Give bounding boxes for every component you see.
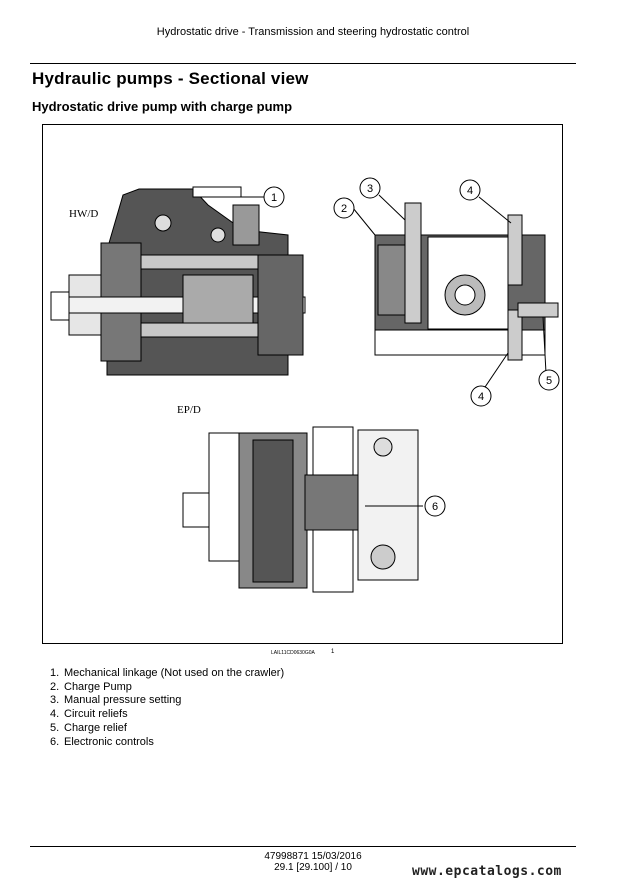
- footer-rule: [30, 846, 576, 847]
- legend-text: Electronic controls: [64, 735, 154, 748]
- legend-text: Charge relief: [64, 721, 127, 734]
- callout-1: 1: [271, 192, 277, 204]
- legend-text: Manual pressure setting: [64, 694, 182, 707]
- legend-num: 2.: [50, 680, 60, 693]
- figure-reference-code: LAIL11CD0630G0A: [271, 650, 315, 656]
- pump-illustration: 1 2 3 4 4 5 6 HW/D EP/D: [50, 177, 560, 593]
- header-rule: [30, 63, 576, 64]
- legend-list: 1. Mechanical linkage (Not used on the cr…: [50, 667, 284, 749]
- legend-item: 6. Electronic controls: [50, 736, 284, 750]
- callout-2: 2: [341, 203, 347, 215]
- callouts: 1 2 3 4 4 5 6: [263, 177, 560, 517]
- legend-item: 2. Charge Pump: [50, 681, 284, 695]
- legend-item: 4. Circuit reliefs: [50, 708, 284, 722]
- legend-item: 3. Manual pressure setting: [50, 694, 284, 708]
- legend-item: 1. Mechanical linkage (Not used on the cr…: [50, 667, 284, 681]
- leader-lines: [223, 194, 547, 507]
- callout-4-top: 4: [467, 185, 473, 197]
- callout-4-bottom: 4: [478, 391, 484, 403]
- legend-num: 6.: [50, 735, 60, 748]
- legend-item: 5. Charge relief: [50, 722, 284, 736]
- rear-pump-drawing: [374, 202, 559, 361]
- running-header: Hydrostatic drive - Transmission and ste…: [156, 26, 470, 38]
- callout-3: 3: [367, 183, 373, 195]
- sectional-view-figure: 1 2 3 4 4 5 6 HW/D EP/D: [42, 124, 563, 644]
- figure-number: 1: [331, 649, 335, 655]
- epd-pump-drawing: [182, 426, 419, 593]
- legend-num: 1.: [50, 667, 60, 679]
- legend-text: Circuit reliefs: [64, 708, 128, 721]
- legend-num: 4.: [50, 708, 60, 721]
- hwd-pump-drawing: [50, 186, 306, 376]
- callout-5: 5: [546, 375, 552, 387]
- view-label-epd: EP/D: [177, 404, 201, 416]
- callout-6: 6: [432, 501, 438, 513]
- legend-text: Mechanical linkage (Not used on the craw…: [64, 667, 285, 679]
- footer-page-number: 29.1 [29.100] / 10: [274, 862, 352, 873]
- legend-num: 3.: [50, 694, 60, 707]
- view-label-hwd: HW/D: [69, 208, 98, 220]
- legend-num: 5.: [50, 721, 60, 734]
- footer-doc-date: 47998871 15/03/2016: [264, 851, 362, 862]
- legend-text: Charge Pump: [64, 680, 132, 693]
- section-subtitle: Hydrostatic drive pump with charge pump: [32, 99, 293, 114]
- page-title: Hydraulic pumps - Sectional view: [32, 69, 309, 88]
- watermark: www.epcatalogs.com: [412, 864, 562, 879]
